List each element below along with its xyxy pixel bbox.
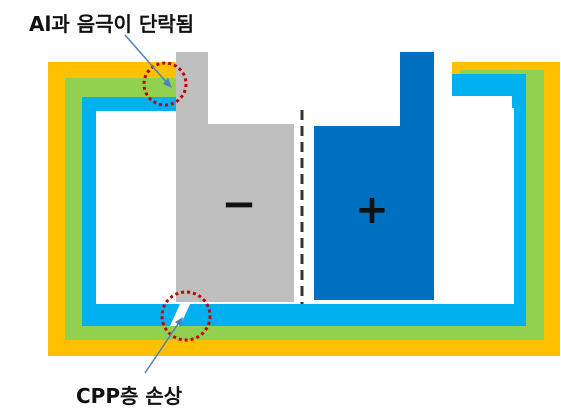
negative-electrode — [176, 52, 294, 302]
short-circuit-label: Al과 음극이 단락됨 — [29, 12, 195, 36]
positive-electrode — [314, 52, 434, 300]
cell-interior-right-notch — [434, 96, 512, 111]
pointer-arrow-top-head — [163, 78, 172, 88]
pointer-arrow-top-shaft — [124, 34, 169, 85]
negative-sign: − — [221, 179, 256, 228]
pointer-arrow-bottom-head — [175, 317, 183, 327]
cpp-damage-label: CPP층 손상 — [76, 384, 183, 408]
short-highlight-circle-bottom — [160, 290, 212, 342]
positive-sign: + — [355, 187, 389, 233]
cell-interior — [96, 111, 178, 304]
short-highlight-circle-top — [142, 61, 188, 107]
cpp-damage-mark — [170, 304, 190, 326]
inner-blue-layer-bottom — [82, 304, 526, 326]
pointer-arrow-bottom-shaft — [144, 320, 181, 374]
